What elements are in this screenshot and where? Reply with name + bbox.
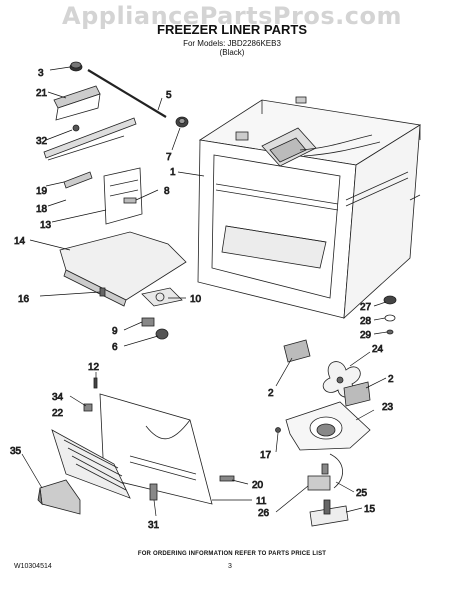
part-20-strip xyxy=(219,475,235,482)
callout-13: 13 xyxy=(40,220,52,231)
watermark-text: AppliancePartsPros.com xyxy=(62,2,402,30)
part-2-insulation-top xyxy=(283,339,311,363)
color-line: (Black) xyxy=(219,48,245,57)
callout-6: 6 xyxy=(112,342,118,353)
callout-32: 32 xyxy=(36,136,48,147)
callout-11: 11 xyxy=(256,496,267,507)
part-34-clip xyxy=(83,403,93,412)
part-21-bracket xyxy=(53,85,101,121)
part-11-rear-panel xyxy=(99,393,213,505)
callout-1: 1 xyxy=(170,167,176,178)
callout-21: 21 xyxy=(36,88,48,99)
part-12-screw xyxy=(93,377,98,389)
callout-18: 18 xyxy=(36,204,48,215)
callout-25: 25 xyxy=(356,488,368,499)
part-16-fastener xyxy=(99,287,106,297)
part-7-gear xyxy=(175,116,189,128)
callout-16: 16 xyxy=(18,294,30,305)
part-26-motor xyxy=(307,463,331,491)
part-29-ring xyxy=(386,329,394,335)
callout-22: 22 xyxy=(52,408,64,419)
model-subtitle: For Models: JBD2286KEB3 (Black) xyxy=(0,39,464,57)
part-13-bracket xyxy=(103,167,143,225)
callout-24: 24 xyxy=(372,344,384,355)
callout-9: 9 xyxy=(112,326,118,337)
part-3-bearing xyxy=(69,61,83,72)
part-31-sensor xyxy=(149,483,158,501)
ordering-note: FOR ORDERING INFORMATION REFER TO PARTS … xyxy=(137,551,327,557)
callout-2-side: 2 xyxy=(388,374,394,385)
page-title: FREEZER LINER PARTS xyxy=(157,22,307,37)
leader-lines xyxy=(21,66,388,517)
callout-labels: 3 21 5 32 7 1 19 8 18 13 14 16 10 9 6 27… xyxy=(10,68,395,532)
part-19-clip xyxy=(63,171,93,189)
part-28-washer xyxy=(384,314,396,322)
callout-26: 26 xyxy=(258,508,270,519)
callout-23: 23 xyxy=(382,402,394,413)
part-23-fan-housing xyxy=(285,401,371,451)
callout-15: 15 xyxy=(364,504,376,515)
part-25-wire xyxy=(329,453,343,489)
callout-28: 28 xyxy=(360,316,372,327)
document-number: W10304514 xyxy=(14,563,52,570)
callout-29: 29 xyxy=(360,330,372,341)
callout-7: 7 xyxy=(166,152,172,163)
part-10-gasket xyxy=(141,287,183,307)
part-6-clip xyxy=(155,328,169,340)
callout-35: 35 xyxy=(10,446,22,457)
part-9-knob xyxy=(141,317,155,327)
callout-19: 19 xyxy=(36,186,48,197)
callout-17: 17 xyxy=(260,450,272,461)
part-rail xyxy=(43,117,137,161)
callout-2-top: 2 xyxy=(268,388,274,399)
callout-3: 3 xyxy=(38,68,44,79)
part-5-shaft xyxy=(87,69,167,118)
callout-34: 34 xyxy=(52,392,64,403)
callout-14: 14 xyxy=(14,236,26,247)
callout-8: 8 xyxy=(164,186,170,197)
freezer-liner xyxy=(197,96,422,319)
part-2-insulation-side xyxy=(343,381,371,407)
part-22-grille xyxy=(51,429,131,499)
callout-5: 5 xyxy=(166,90,172,101)
part-17-screw xyxy=(275,427,281,433)
callout-20: 20 xyxy=(252,480,264,491)
part-8-latch xyxy=(123,197,137,204)
model-line: For Models: JBD2286KEB3 xyxy=(183,39,281,48)
part-35-cover xyxy=(37,479,81,515)
part-32-screw xyxy=(72,124,80,132)
callout-31: 31 xyxy=(148,520,160,531)
callout-27: 27 xyxy=(360,302,372,313)
callout-10: 10 xyxy=(190,294,202,305)
part-14-cover xyxy=(59,231,187,307)
part-15-bracket xyxy=(309,499,349,527)
page-number: 3 xyxy=(228,563,232,570)
part-27-roller xyxy=(383,295,397,305)
callout-12: 12 xyxy=(88,362,100,373)
